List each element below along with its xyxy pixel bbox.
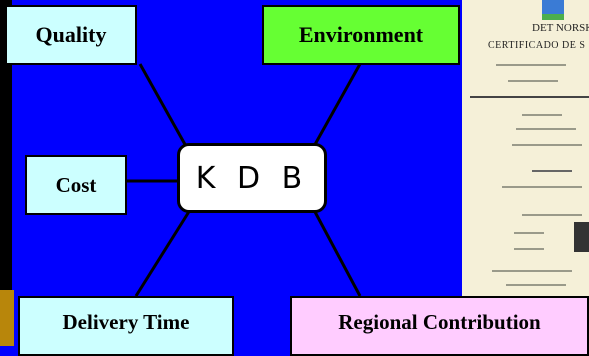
connector-quality	[138, 63, 189, 149]
certificate-text-line	[516, 128, 576, 130]
certificate-text-line	[506, 284, 566, 286]
node-environment: Environment	[262, 5, 460, 65]
certificate-text-line	[532, 170, 572, 172]
certificate-logo-icon	[542, 0, 564, 14]
connector-lines	[127, 63, 362, 297]
certificate-text-line	[522, 114, 562, 116]
certificate-text-line	[514, 232, 544, 234]
node-regional-contribution: Regional Contribution	[290, 296, 589, 356]
connector-delivery	[134, 209, 192, 297]
certificate-logo-accent	[542, 14, 564, 20]
connector-regional	[312, 209, 362, 297]
certificate-text-line	[496, 64, 566, 66]
node-quality: Quality	[5, 5, 137, 65]
certificate-stamp	[574, 222, 589, 252]
node-delivery-time: Delivery Time	[18, 296, 234, 356]
certificate-text-line	[508, 80, 558, 82]
certificate-text-line	[470, 96, 589, 98]
center-node-kdb: K D B	[177, 143, 327, 213]
node-cost: Cost	[25, 155, 127, 215]
certificate-text-line	[502, 186, 582, 188]
connector-environment	[311, 63, 362, 149]
certificate-text-line	[492, 270, 572, 272]
certificate-text-line	[522, 214, 582, 216]
certificate-image: DET NORSK CERTIFICADO DE S	[462, 0, 589, 300]
certificate-title: DET NORSK	[532, 22, 589, 34]
left-border-accent	[0, 290, 14, 346]
certificate-text-line	[512, 144, 582, 146]
certificate-subtitle: CERTIFICADO DE S	[488, 40, 586, 51]
left-border-strip	[0, 0, 12, 346]
certificate-text-line	[514, 248, 544, 250]
